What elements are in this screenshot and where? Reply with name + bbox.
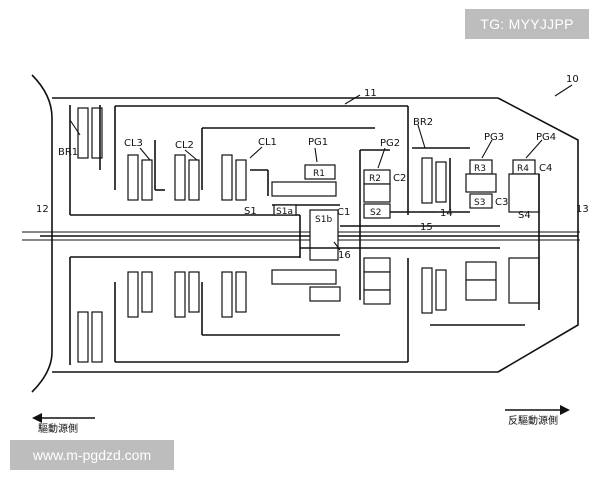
caption-non-drive-side: 反驅動源側 (508, 414, 558, 427)
label-c4: C4 (539, 163, 552, 174)
label-c3: C3 (495, 197, 508, 208)
label-ref-12: 12 (36, 204, 49, 215)
label-ref-15: 15 (420, 222, 433, 233)
transmission-case (31, 74, 579, 393)
label-ref-16: 16 (338, 250, 351, 261)
label-r2: R2 (369, 174, 381, 184)
leader-lines (69, 84, 573, 251)
label-c2: C2 (393, 173, 406, 184)
label-pg1: PG1 (308, 137, 328, 148)
watermark-telegram: TG: MYYJJPP (465, 9, 589, 39)
caption-drive-side: 驅動源側 (38, 422, 78, 435)
label-s2: S2 (370, 208, 381, 218)
brake-br1 (69, 105, 300, 216)
label-ref-10: 10 (566, 74, 579, 85)
label-s1a: S1a (276, 207, 293, 217)
label-cl3: CL3 (124, 138, 143, 149)
clutch-cl2 (174, 127, 375, 336)
label-cl1: CL1 (258, 137, 277, 148)
planetary-gear-pg4 (508, 159, 540, 310)
label-r3: R3 (474, 164, 486, 174)
label-pg3: PG3 (484, 132, 504, 143)
drum-11 (114, 105, 409, 363)
watermark-website: www.m-pgdzd.com (10, 440, 174, 470)
label-ref-13: 13 (576, 204, 589, 215)
label-pg4: PG4 (536, 132, 556, 143)
label-br1: BR1 (58, 147, 78, 158)
clutch-cl3 (127, 140, 165, 318)
planetary-gear-pg3 (430, 159, 525, 326)
label-s3: S3 (474, 198, 485, 208)
label-s1: S1 (244, 206, 257, 217)
brake-br2 (412, 147, 470, 314)
label-r1: R1 (313, 169, 325, 179)
main-shaft (22, 231, 580, 241)
label-pg2: PG2 (380, 138, 400, 149)
label-cl2: CL2 (175, 140, 194, 151)
label-br2: BR2 (413, 117, 433, 128)
label-ref-11: 11 (364, 88, 377, 99)
label-r4: R4 (517, 164, 529, 174)
planetary-gear-pg2 (359, 149, 391, 305)
brake-br1-lower (69, 256, 300, 365)
label-ref-14: 14 (440, 208, 453, 219)
label-s4: S4 (518, 210, 531, 221)
direction-arrows (32, 405, 570, 423)
label-s1b: S1b (315, 215, 332, 225)
planetary-gear-pg1 (271, 164, 341, 302)
clutch-cl1 (221, 154, 269, 318)
label-c1: C1 (337, 207, 350, 218)
